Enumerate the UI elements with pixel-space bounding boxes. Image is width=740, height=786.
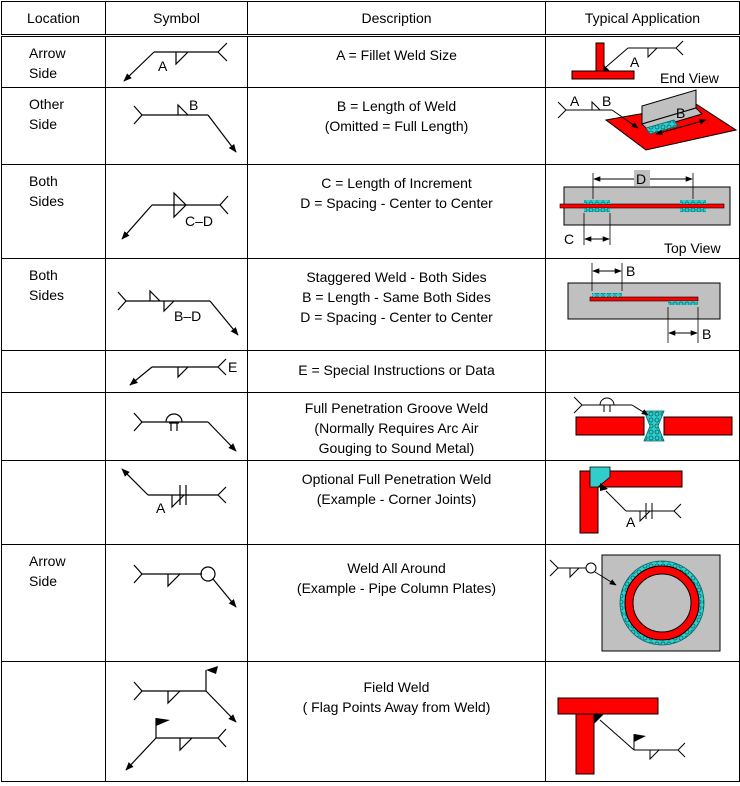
fillet-weld-other-side-symbol: B [133, 97, 237, 153]
header-symbol: Symbol [105, 1, 248, 36]
intermittent-weld-both-sides-symbol: C–D [121, 191, 229, 240]
symbol-cell: E [105, 350, 248, 393]
svg-text:End View: End View [660, 70, 720, 86]
svg-text:Top View: Top View [664, 240, 721, 256]
svg-text:A: A [570, 93, 580, 109]
location-cell [1, 350, 106, 393]
corner-joint-illustration: A [579, 466, 683, 534]
header-application: Typical Application [545, 1, 740, 36]
table-row: E E = Special Instructions or Data [1, 350, 740, 393]
fillet-end-view-illustration: A End View [571, 40, 720, 86]
header-row: Location Symbol Description Typical Appl… [1, 1, 740, 36]
symbol-cell: B [105, 87, 248, 165]
svg-text:B: B [602, 93, 611, 109]
application-cell [545, 661, 740, 782]
special-instructions-symbol: E [129, 358, 237, 386]
svg-text:B: B [626, 263, 635, 279]
application-cell [545, 544, 740, 662]
application-cell: A End View [545, 34, 740, 88]
table-row: Field Weld( Flag Points Away from Weld) [1, 661, 740, 782]
description-cell: E = Special Instructions or Data [247, 350, 546, 393]
description-cell: B = Length of Weld(Omitted = Full Length… [247, 87, 546, 165]
location-cell [1, 661, 106, 782]
location-cell [1, 460, 106, 545]
fillet-weld-arrow-side-symbol: A [123, 42, 228, 82]
application-cell: A [545, 460, 740, 545]
application-cell: B B [545, 258, 740, 351]
description-cell: A = Fillet Weld Size [247, 34, 546, 88]
svg-text:B–D: B–D [174, 308, 201, 324]
symbol-cell [105, 661, 248, 782]
application-cell: D C Top View [545, 164, 740, 259]
field-weld-illustration [557, 697, 686, 775]
description-cell: Weld All Around(Example - Pipe Column Pl… [247, 544, 546, 662]
weld-all-around-symbol [133, 564, 237, 608]
description-cell: Full Penetration Groove Weld(Normally Re… [247, 392, 546, 461]
optional-full-penetration-symbol: A [121, 468, 227, 516]
symbol-cell [105, 392, 248, 461]
groove-weld-illustration [573, 396, 733, 442]
svg-text:C: C [564, 231, 574, 247]
symbol-cell: A [105, 460, 248, 545]
svg-text:A: A [156, 500, 166, 516]
application-cell: B A B [545, 87, 740, 165]
staggered-weld-symbol: B–D [117, 289, 239, 336]
svg-text:B: B [189, 97, 198, 113]
header-description: Description [247, 1, 546, 36]
header-location: Location [1, 1, 106, 36]
table-row: A Optional Full Penetration Weld(Example… [1, 460, 740, 545]
staggered-weld-illustration: B B [567, 263, 721, 343]
svg-text:B: B [676, 105, 685, 121]
symbol-cell: B–D [105, 258, 248, 351]
pipe-column-plate-illustration [549, 554, 721, 652]
svg-text:A: A [626, 514, 636, 530]
description-cell: Optional Full Penetration Weld(Example -… [247, 460, 546, 545]
field-weld-symbols [125, 666, 237, 771]
symbol-cell: A [105, 34, 248, 88]
intermittent-top-view-illustration: D C Top View [559, 170, 731, 256]
svg-text:A: A [630, 54, 640, 70]
svg-text:A: A [158, 58, 168, 74]
symbol-cell: C–D [105, 164, 248, 259]
application-cell [545, 392, 740, 461]
groove-weld-symbol [133, 412, 237, 452]
description-cell: Field Weld( Flag Points Away from Weld) [247, 661, 546, 782]
application-cell [545, 350, 740, 393]
svg-text:C–D: C–D [185, 213, 213, 229]
table-row: Full Penetration Groove Weld(Normally Re… [1, 392, 740, 461]
symbol-cell [105, 544, 248, 662]
tee-joint-length-illustration: B A B [557, 89, 738, 151]
svg-text:D: D [636, 171, 646, 187]
location-cell [1, 392, 106, 461]
svg-text:E: E [228, 359, 237, 375]
svg-text:B: B [702, 326, 711, 342]
